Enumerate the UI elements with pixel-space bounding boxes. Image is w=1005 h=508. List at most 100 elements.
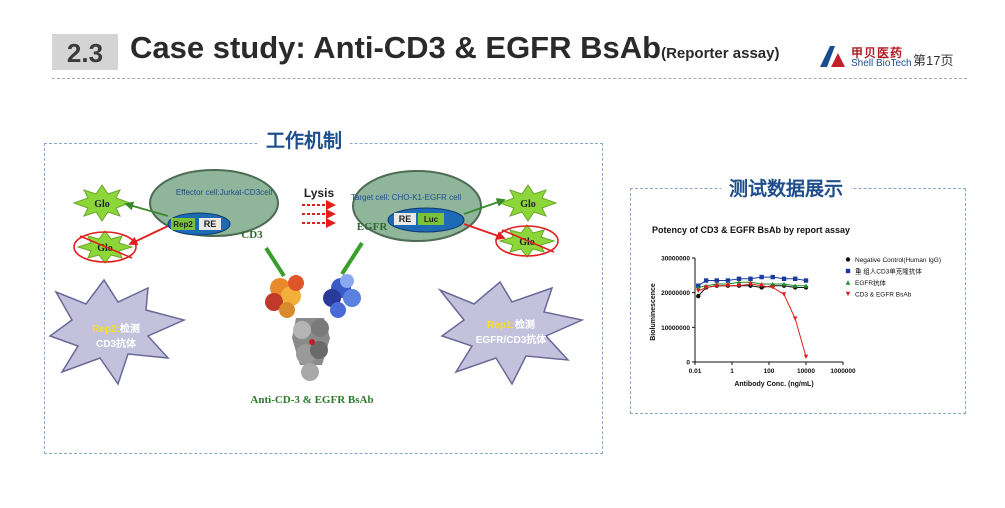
series-1 (696, 274, 809, 288)
legend-label: 重 组人CD3单克隆抗体 (855, 267, 922, 276)
data-point (759, 274, 764, 280)
burst-right-line2: EGFR/CD3抗体 (476, 333, 548, 346)
data-point (792, 283, 798, 288)
burst-left-line2: CD3抗体 (96, 337, 137, 350)
luc-label: Luc (424, 215, 439, 224)
lysis-arrows (302, 200, 336, 228)
glo-bottom-left-strike (79, 235, 133, 259)
y-tick-label: 10000000 (661, 325, 690, 332)
chart-xlabel: Antibody Conc. (ng/mL) (734, 381, 813, 388)
arrow-to-glo-top-right (463, 198, 506, 215)
lysis-label: Lysis (304, 186, 335, 200)
x-tick-label: 10000 (797, 368, 815, 375)
arrow-to-glo-top-left (124, 201, 169, 217)
y-tick-label: 0 (686, 360, 690, 367)
data-point (714, 283, 719, 288)
effector-cell-label: Effector cell:Jurkat-CD3cell (176, 188, 273, 197)
data-point (736, 276, 742, 281)
arrow-to-glo-bottom-right (463, 223, 506, 240)
burst-left (48, 278, 187, 386)
data-point (770, 285, 775, 290)
re-left-label: RE (204, 219, 217, 229)
data-point (781, 292, 787, 297)
burst-left-line1-text: 检测 (120, 322, 140, 335)
page-number: 第17页 (913, 53, 954, 68)
data-point (781, 281, 787, 287)
series-line (698, 283, 807, 357)
data-point (803, 278, 809, 283)
burst-left-hl: Rep2: (92, 324, 120, 335)
chart-legend: Negative Control(Human IgG) 重 组人CD3单克隆抗体 E… (845, 257, 941, 299)
data-point (696, 285, 701, 290)
logo-cn-text: 甲贝医药 (851, 46, 904, 60)
bsab-label: Anti-CD-3 & EGFR BsAb (250, 394, 373, 406)
data-point (703, 278, 709, 283)
burst-right-line1: Rep1:检测 (487, 318, 535, 331)
glo-bottom-right-strike (501, 229, 555, 253)
burst-right-line1-text: 检测 (515, 318, 535, 331)
logo-mark-blue (820, 46, 835, 67)
x-tick-label: 1000000 (830, 368, 856, 375)
data-point (803, 354, 809, 359)
data-point (714, 278, 719, 283)
burst-right-hl: Rep1: (487, 320, 515, 331)
title-main: Case study: Anti-CD3 & EGFR BsAb (130, 30, 662, 65)
x-tick-label: 0.01 (689, 368, 702, 375)
mechanism-title: 工作机制 (258, 126, 351, 153)
data-point (748, 281, 753, 287)
data-point (748, 276, 753, 281)
cd3-binding-line (264, 246, 286, 278)
data-point (770, 274, 775, 280)
data-point (725, 283, 731, 288)
burst-left-line1: Rep2:检测 (92, 322, 140, 335)
chart-ylabel: Bioluminescence (650, 283, 657, 341)
chart-series (696, 274, 809, 359)
y-tick-label: 30000000 (661, 256, 690, 263)
data-point (759, 283, 764, 288)
series-0 (696, 283, 809, 299)
mechanism-diagram: Effector cell:Jurkat-CD3cell Rep2 RE CD3… (48, 169, 585, 406)
data-point (845, 280, 851, 285)
legend-label: Negative Control(Human IgG) (855, 257, 941, 264)
data-point (845, 257, 851, 262)
data-point (696, 288, 701, 294)
glo-top-left-label: Glo (94, 199, 110, 210)
re-left-box (199, 218, 221, 230)
legend-label: EGFR抗体 (855, 278, 887, 287)
x-tick-label: 1 (730, 368, 734, 375)
glo-bottom-left-inhibit-ring (73, 231, 137, 263)
glo-top-left (72, 184, 132, 222)
data-point (781, 276, 787, 281)
glo-bottom-left-label: Glo (97, 243, 113, 254)
data-point (725, 278, 731, 283)
data-point (703, 285, 709, 290)
data-point (770, 281, 775, 287)
target-cell-label: Target cell: CHO-K1-EGFR cell (351, 193, 461, 202)
data-point (792, 276, 798, 281)
data-point (696, 293, 701, 299)
results-title: 测试数据展示 (721, 174, 852, 201)
burst-right (437, 280, 585, 386)
logo-en-text: Shell BioTech (851, 58, 912, 69)
re-right-label: RE (399, 214, 412, 224)
x-tick-label: 100 (764, 368, 775, 375)
title-subtitle: (Reporter assay) (661, 45, 780, 62)
re-right-box (394, 213, 416, 225)
page-title: Case study: Anti-CD3 & EGFR BsAb(Reporte… (130, 30, 779, 66)
glo-top-right (498, 184, 558, 222)
cd3-label: CD3 (241, 229, 263, 241)
data-point (792, 316, 798, 321)
rep2-box (171, 218, 195, 230)
arrow-to-glo-bottom-left (128, 225, 169, 245)
company-logo (820, 46, 845, 67)
potency-chart: Potency of CD3 & EGFR BsAb by report ass… (650, 225, 941, 388)
data-point (736, 280, 742, 285)
data-point (845, 268, 851, 274)
data-point (845, 291, 851, 297)
series-3 (696, 281, 809, 359)
logo-mark-red (831, 53, 845, 67)
glo-bottom-right-inhibit-ring (495, 225, 559, 257)
data-point (736, 283, 742, 288)
legend-label: CD3 & EGFR BsAb (855, 292, 912, 299)
